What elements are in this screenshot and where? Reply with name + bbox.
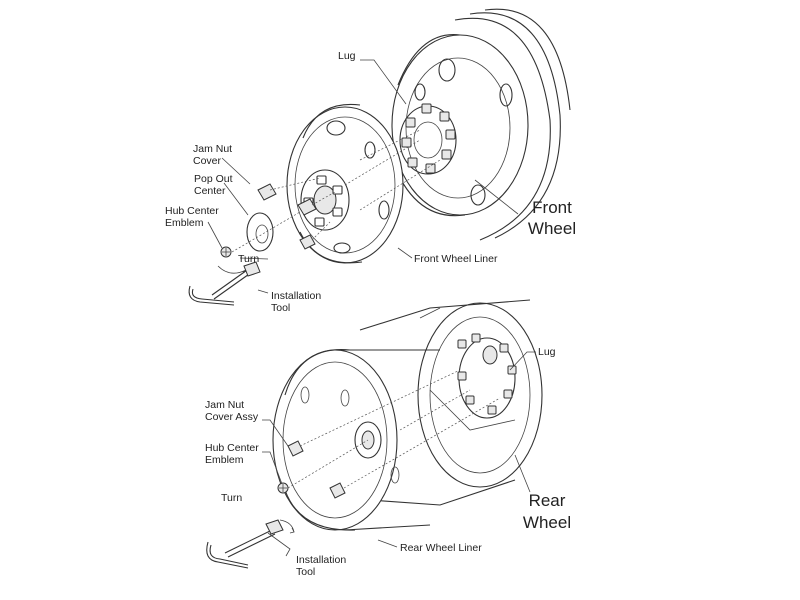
front-wheel-label-line1: Front — [532, 198, 572, 217]
lug-nut — [487, 405, 497, 415]
rear-assembly — [206, 299, 543, 569]
lug-nut — [503, 389, 513, 399]
rear-wheel — [359, 299, 543, 506]
lug-nut — [471, 333, 481, 343]
front-turn-label: Turn — [238, 253, 260, 265]
front-leader-lines — [207, 59, 519, 294]
rear-installation-tool-label-line1: Installation — [296, 554, 347, 566]
rear-jam-nut-cover-assy-label-line1: Jam Nut — [205, 399, 245, 411]
front-installation-tool-label-line2: Tool — [271, 302, 291, 314]
front-assembly — [188, 8, 571, 306]
front-lug-nuts — [401, 103, 456, 174]
front-wheel-label-line2: Wheel — [527, 219, 577, 238]
lug-nut — [401, 137, 412, 148]
lug-nut — [405, 117, 416, 128]
lug-nut — [499, 343, 509, 353]
rear-hub-center-emblem-label-line1: Hub Center — [205, 442, 259, 454]
front-explode-lines — [231, 129, 441, 253]
front-pop-out-center — [246, 212, 274, 252]
rear-hub-center-emblem — [277, 482, 289, 494]
rear-turn-label: Turn — [221, 492, 243, 504]
lug-nut — [445, 129, 456, 140]
rear-installation-tool-label-line2: Tool — [296, 566, 316, 578]
lug-nut — [439, 111, 450, 122]
front-pop-out-center-label-line2: Center — [194, 185, 226, 197]
front-wheel-liner-label: Front Wheel Liner — [414, 253, 498, 265]
front-jam-nut-cover-label-line1: Jam Nut — [193, 143, 233, 155]
rear-lug-label: Lug — [538, 346, 556, 358]
front-tire — [454, 8, 571, 241]
lug-nut — [425, 163, 436, 174]
rear-hub-center-emblem-label-line2: Emblem — [205, 454, 244, 466]
front-hub-center-emblem — [220, 246, 232, 258]
front-hub-center-emblem-label-line1: Hub Center — [165, 205, 219, 217]
lug-nut — [457, 371, 467, 381]
front-turn-arrow — [217, 265, 248, 274]
lug-nut — [507, 365, 517, 375]
rear-leader-lines — [262, 351, 536, 557]
rear-jam-nut-cover-assy-label-line2: Cover Assy — [205, 411, 259, 423]
front-pop-out-center-label-line1: Pop Out — [194, 173, 233, 185]
rear-installation-tool — [206, 519, 295, 569]
rear-wheel-liner — [272, 349, 440, 531]
front-jam-nut-cover-label-line2: Cover — [193, 155, 222, 167]
lug-nut — [407, 157, 418, 168]
front-jam-nut-covers — [257, 183, 317, 250]
rear-lug-nuts — [457, 333, 517, 415]
rear-wheel-liner-label: Rear Wheel Liner — [400, 542, 482, 554]
front-installation-tool — [188, 261, 261, 306]
front-installation-tool-label-line1: Installation — [271, 290, 322, 302]
rear-explode-lines — [287, 369, 501, 489]
front-lug-label: Lug — [338, 50, 356, 62]
lug-nut — [441, 149, 452, 160]
lug-nut — [465, 395, 475, 405]
rear-wheel-label-line1: Rear — [528, 491, 566, 510]
rear-wheel-label-line2: Wheel — [522, 513, 572, 532]
front-hub-center-emblem-label-line2: Emblem — [165, 217, 204, 229]
lug-nut — [457, 339, 467, 349]
rear-jam-nut-covers — [287, 440, 346, 499]
lug-nut — [421, 103, 432, 114]
